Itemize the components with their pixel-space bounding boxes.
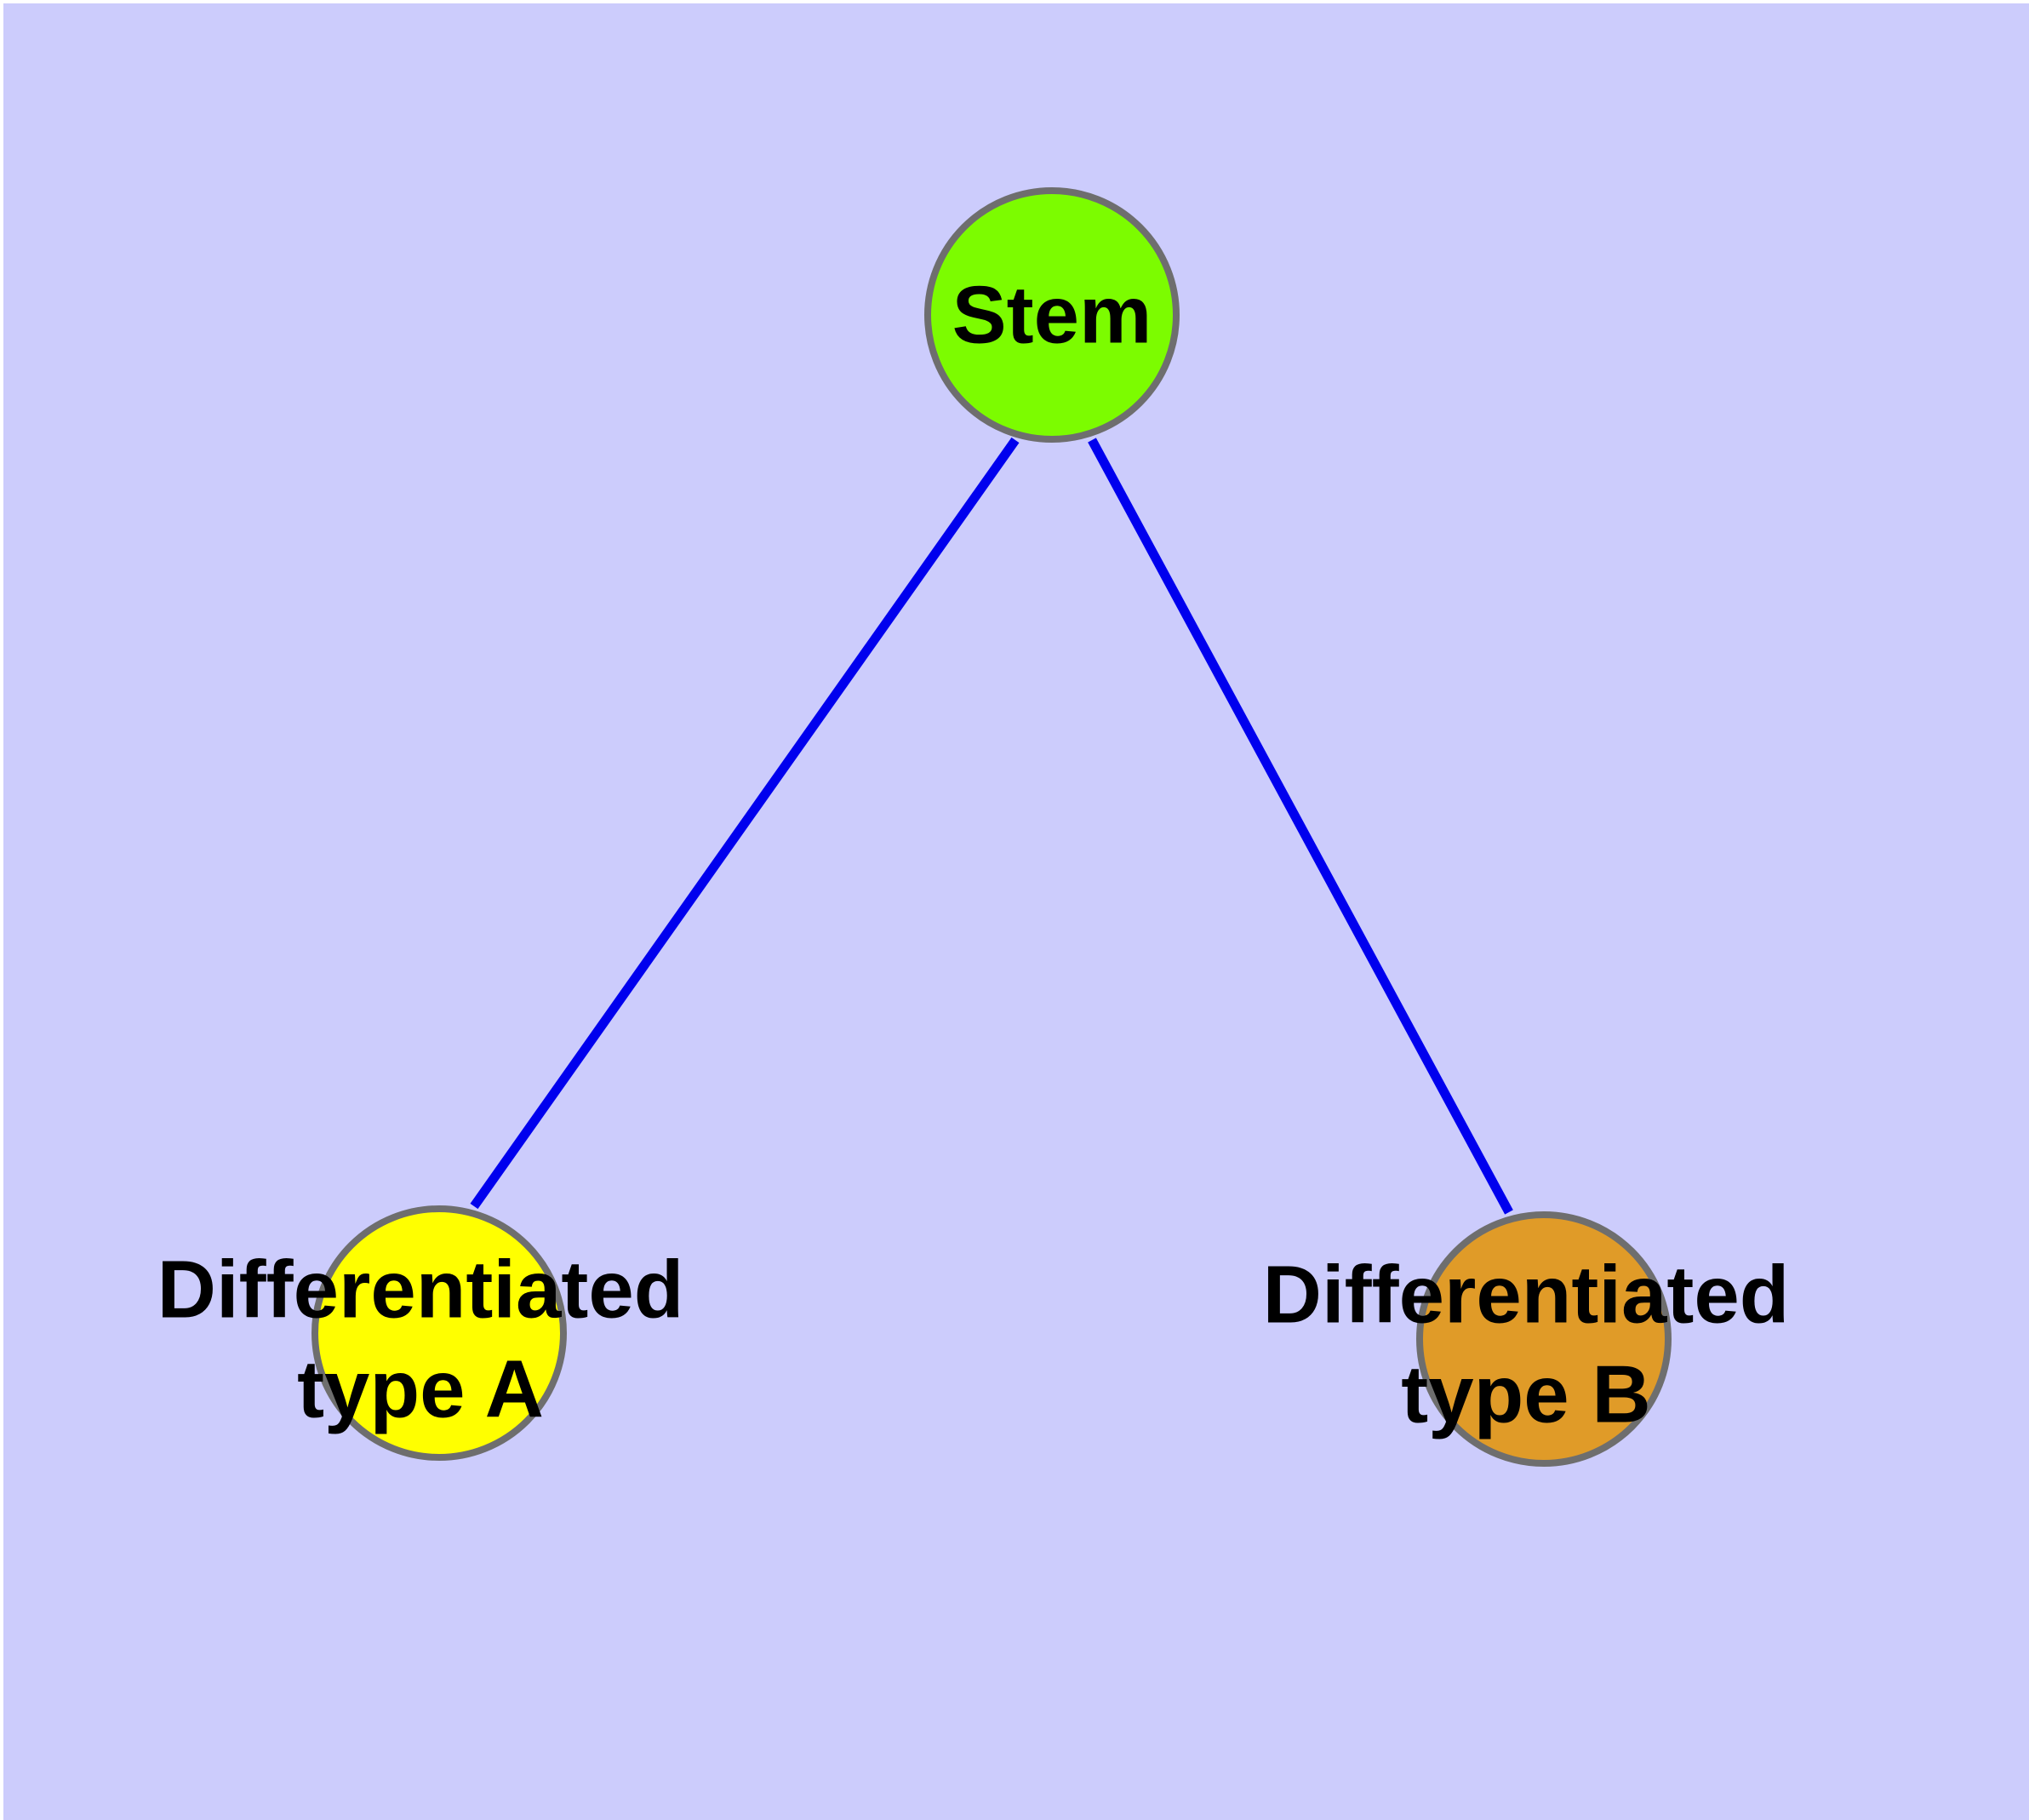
- node-stem[interactable]: [924, 187, 1180, 443]
- node-circle-differentiated-type-a[interactable]: [311, 1205, 567, 1461]
- label-layer: Stem Differentiated type A Differentiate…: [157, 270, 1790, 1440]
- node-label-differentiated-type-a-line-2: type A: [297, 1344, 544, 1435]
- node-differentiated-type-a[interactable]: [311, 1205, 567, 1461]
- node-label-differentiated-type-b-line-1: Differentiated: [1263, 1250, 1790, 1341]
- edge-layer: [470, 437, 1513, 1215]
- edge-stem-to-differentiated-type-b[interactable]: [1088, 438, 1513, 1215]
- node-label-stem: Stem: [952, 270, 1152, 361]
- node-label-differentiated-type-a-line-1: Differentiated: [157, 1245, 684, 1336]
- node-circle-differentiated-type-b[interactable]: [1416, 1211, 1672, 1467]
- node-differentiated-type-b[interactable]: [1416, 1211, 1672, 1467]
- edge-stem-to-differentiated-type-a[interactable]: [470, 437, 1020, 1210]
- node-circle-stem[interactable]: [924, 187, 1180, 443]
- node-label-differentiated-type-b-line-2: type B: [1401, 1349, 1650, 1440]
